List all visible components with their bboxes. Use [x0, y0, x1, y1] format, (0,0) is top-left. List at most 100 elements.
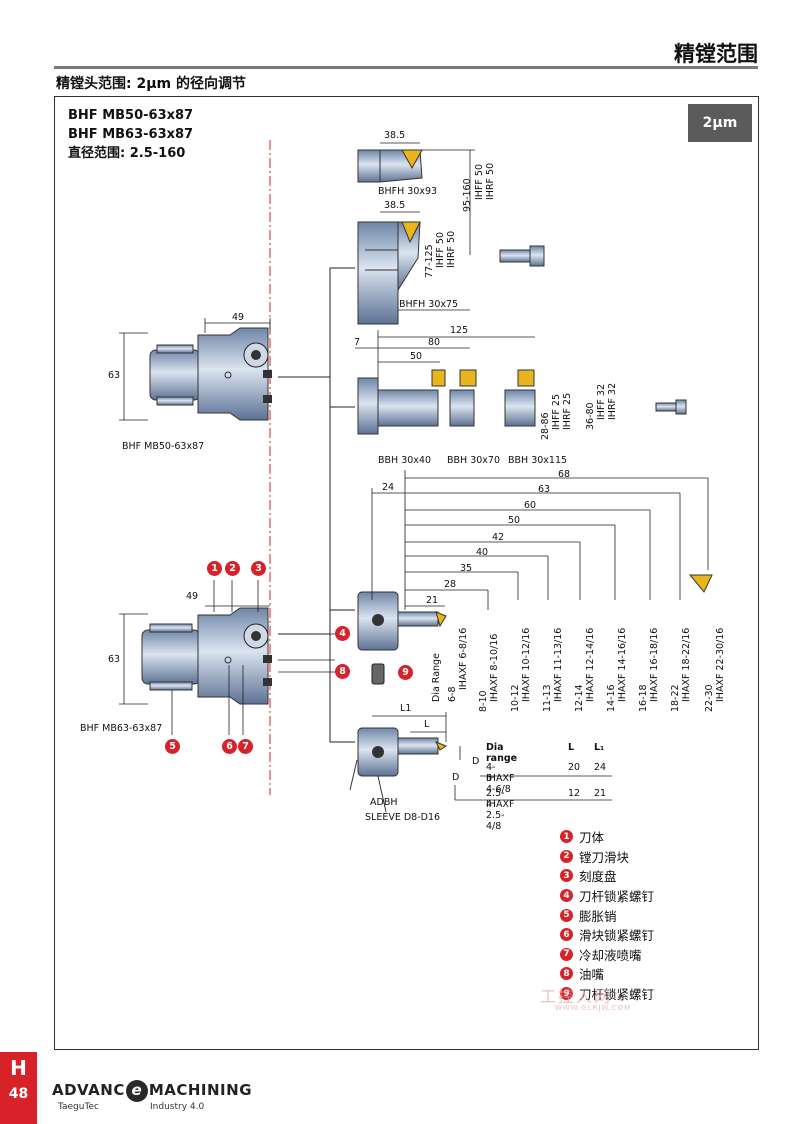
legend-label: 刻度盘	[579, 869, 617, 885]
adbh-dim-L1: L1	[400, 703, 412, 714]
head-bottom-name: BHF MB63-63x87	[80, 723, 163, 734]
legend-label: 油嘴	[579, 967, 605, 983]
ihaxf-range-7: 16-18	[638, 684, 649, 712]
callout-7: 7	[238, 739, 253, 754]
ihaxf-code-4: IHAXF 11-13/16	[553, 627, 564, 702]
logo-e-icon: e	[125, 1080, 148, 1102]
legend-label: 刀体	[579, 830, 605, 846]
legend-item: 8 油嘴	[560, 964, 654, 984]
legend-label: 膨胀销	[579, 908, 617, 924]
page-number: 48	[8, 1086, 29, 1102]
model-line-1: BHF MB50-63x87	[68, 108, 194, 123]
ihaxf-dim-50: 50	[508, 515, 521, 526]
legend-item: 2 镗刀滑块	[560, 847, 654, 867]
ihaxf-dim-28: 28	[444, 579, 457, 590]
ihaxf-dim-40: 40	[476, 547, 489, 558]
bbh-dim-125: 125	[450, 325, 469, 336]
ihaxf-range-9: 22-30	[704, 684, 715, 712]
adbh-table-header-l: L	[568, 742, 575, 753]
bhfh93-insert1: IHFF 50	[474, 164, 485, 200]
adbh-row1-l: 20	[568, 762, 581, 773]
bhfh75-insert1: IHFF 50	[435, 232, 446, 268]
ihaxf-dim-60: 60	[524, 500, 537, 511]
screw-1	[499, 245, 545, 267]
adbh-table-header-dia: Dia range	[486, 742, 518, 764]
bhfh75-name: BHFH 30x75	[399, 299, 459, 310]
bbh-bodies	[357, 369, 536, 435]
head-bottom-body	[141, 607, 272, 705]
model-line-2: BHF MB63-63x87	[68, 127, 194, 142]
bhfh-93-body	[357, 149, 423, 183]
section-title: 精镗头范围: 2μm 的径向调节	[56, 76, 246, 92]
connector-lines	[278, 267, 355, 743]
callout-3: 3	[251, 561, 266, 576]
adbh-dim-D2: D	[452, 772, 460, 783]
chapter-tab: H 48	[0, 1052, 37, 1124]
pin-body	[371, 663, 385, 685]
ihaxf-range-5: 12-14	[574, 684, 585, 712]
legend-num: 7	[560, 947, 573, 961]
bhfh75-dim: 38.5	[384, 200, 406, 211]
legend-num: 8	[560, 967, 573, 981]
adbh-name: ADBH	[370, 797, 398, 808]
footer-tagline: Industry 4.0	[150, 1102, 205, 1112]
legend-item: 5 膨胀销	[560, 905, 654, 925]
ihaxf-dim-42: 42	[492, 532, 505, 543]
ihaxf-code-9: IHAXF 22-30/16	[715, 627, 726, 702]
adbh-body	[349, 727, 448, 813]
title-rule	[54, 66, 758, 69]
legend-num: 5	[560, 908, 573, 922]
bbh-range2-insert2: IHRF 32	[607, 382, 618, 420]
ihaxf-dim-35: 35	[460, 563, 473, 574]
ihaxf-range-1: 6-8	[447, 686, 458, 702]
page-title: 精镗范围	[674, 42, 758, 66]
ihaxf-dim-68: 68	[558, 469, 571, 480]
callout-4: 4	[335, 626, 350, 641]
legend-item: 9 刀杆锁紧螺钉	[560, 984, 654, 1004]
bbh-range2-insert1: IHFF 32	[596, 384, 607, 420]
legend-num: 2	[560, 849, 573, 863]
bbh-name-40: BBH 30x40	[378, 455, 431, 466]
model-block: BHF MB50-63x87 BHF MB63-63x87 直径范围: 2.5-…	[68, 106, 193, 163]
ihaxf-range-8: 18-22	[670, 684, 681, 712]
bbh-dim-80: 80	[428, 337, 441, 348]
head-top-name: BHF MB50-63x87	[122, 441, 205, 452]
bbh-dim-7: 7	[354, 337, 361, 348]
ihaxf-holder	[357, 591, 447, 651]
head-top-height: 63	[108, 370, 121, 381]
legend-num: 9	[560, 987, 573, 1001]
ihaxf-code-8: IHAXF 18-22/16	[681, 627, 692, 702]
ihaxf-dim-21: 21	[426, 595, 439, 606]
bbh-range1-insert1: IHFF 25	[551, 394, 562, 430]
adbh-dim-L: L	[424, 719, 430, 730]
adbh-row2-code: IHAXF 2.5-4/8	[486, 799, 515, 832]
head-top-body	[149, 327, 272, 421]
legend-label: 滑块锁紧螺钉	[579, 928, 655, 944]
ihaxf-code-6: IHAXF 14-16/16	[617, 627, 628, 702]
adbh-row1-code: IHAXF 4-6/8	[486, 773, 515, 795]
watermark-url: WWW.GLRJW.COM	[555, 1004, 632, 1012]
callout-5: 5	[165, 739, 180, 754]
legend-item: 4 刀杆锁紧螺钉	[560, 886, 654, 906]
ihaxf-code-5: IHAXF 12-14/16	[585, 627, 596, 702]
callout-6: 6	[222, 739, 237, 754]
bhfh-75-body	[357, 221, 421, 325]
bhfh93-name: BHFH 30x93	[378, 186, 438, 197]
bbh-range-1: 28-86	[540, 412, 551, 440]
bbh-range1-insert2: IHRF 25	[562, 392, 573, 430]
adbh-row1-l1: 24	[594, 762, 607, 773]
adbh-table-header-l1: L₁	[594, 742, 605, 753]
adbh-row2-l: 12	[568, 788, 581, 799]
legend-num: 4	[560, 889, 573, 903]
legend-label: 刀杆锁紧螺钉	[579, 987, 655, 1003]
legend-label: 刀杆锁紧螺钉	[579, 889, 655, 905]
legend-label: 镗刀滑块	[579, 849, 630, 865]
screw-2	[655, 399, 687, 415]
ihaxf-dim-63: 63	[538, 484, 551, 495]
